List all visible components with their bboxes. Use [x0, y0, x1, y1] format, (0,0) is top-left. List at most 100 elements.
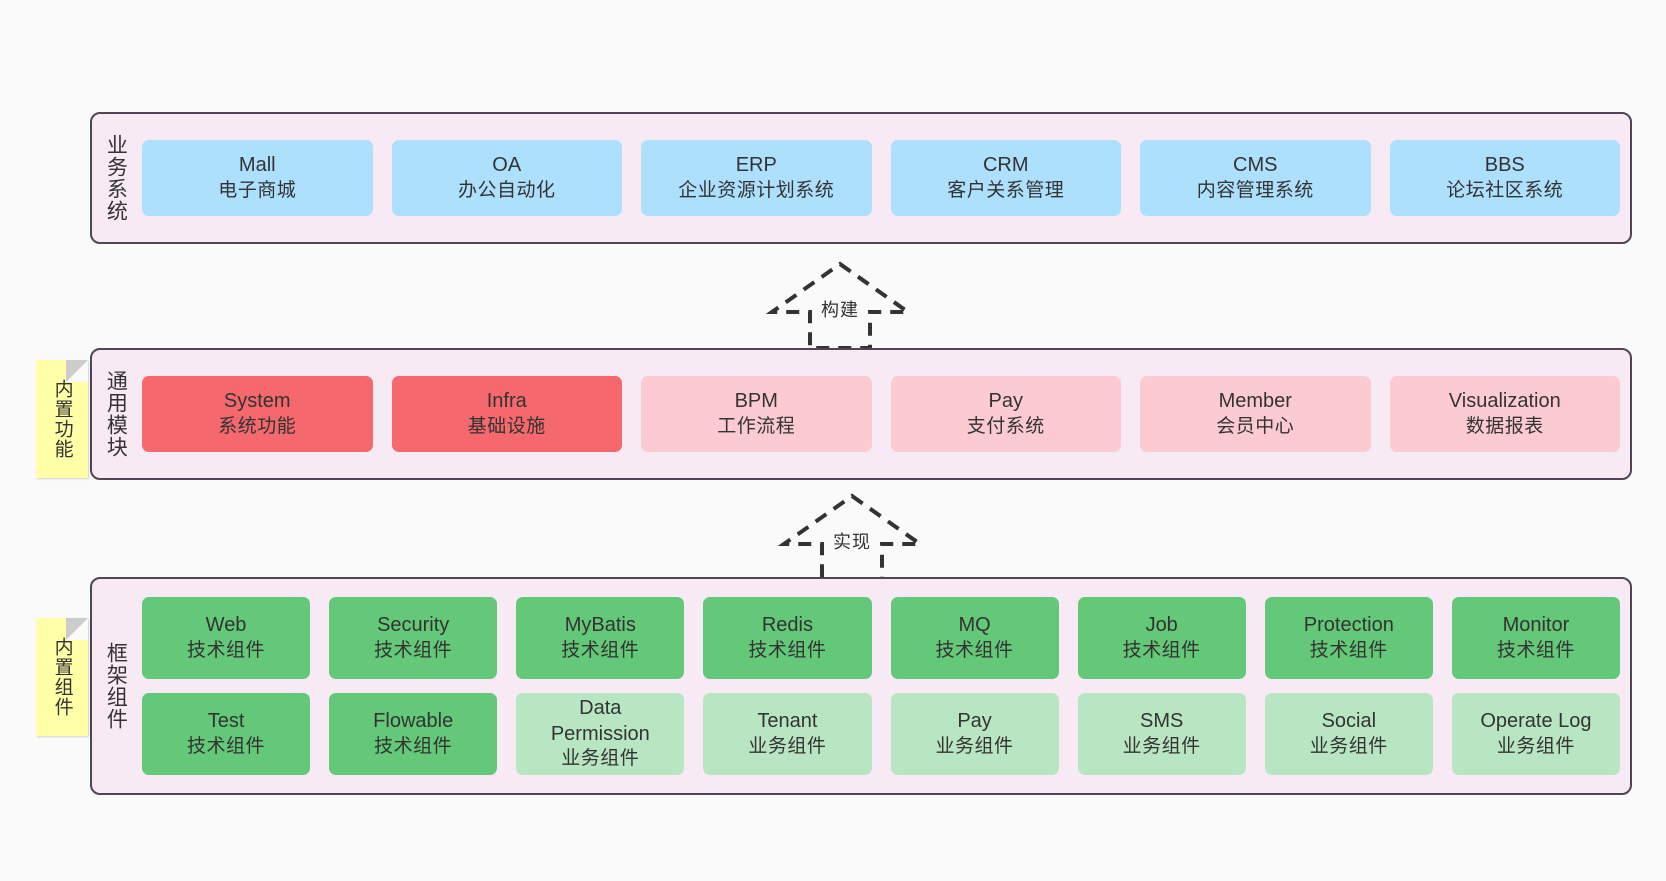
card-system[interactable]: System 系统功能 — [142, 376, 373, 452]
card-title-en: Flowable — [373, 710, 454, 733]
card-title-en: Member — [1218, 390, 1292, 413]
card-row: System 系统功能 Infra 基础设施 BPM 工作流程 Pay 支付系统… — [142, 376, 1620, 452]
layer-title-framework: 框架组件 — [104, 642, 128, 730]
card-title-cn: 基础设施 — [467, 415, 546, 437]
card-mq[interactable]: MQ 技术组件 — [890, 597, 1059, 679]
card-title-en: System — [223, 390, 291, 413]
layer-business-system[interactable]: 业务系统 Mall 电子商城 OA 办公自动化 ERP 企业资源计划系统 CRM… — [90, 112, 1632, 244]
card-row: Mall 电子商城 OA 办公自动化 ERP 企业资源计划系统 CRM 客户关系… — [142, 140, 1620, 216]
card-title-cn: 技术组件 — [1122, 639, 1201, 661]
card-title-en: Web — [205, 614, 247, 637]
card-test[interactable]: Test 技术组件 — [142, 693, 311, 775]
card-title-cn: 业务组件 — [1122, 735, 1201, 757]
card-title-en: SMS — [1140, 710, 1184, 733]
card-title-cn: 技术组件 — [187, 735, 266, 757]
card-title-cn: 论坛社区系统 — [1446, 179, 1564, 201]
layer-title-business: 业务系统 — [104, 134, 128, 222]
layer-body-business: Mall 电子商城 OA 办公自动化 ERP 企业资源计划系统 CRM 客户关系… — [138, 114, 1630, 242]
card-title-cn: 技术组件 — [935, 639, 1014, 661]
card-title-en: OA — [492, 154, 522, 177]
card-oa[interactable]: OA 办公自动化 — [391, 140, 622, 216]
card-mall[interactable]: Mall 电子商城 — [142, 140, 373, 216]
card-row: Test 技术组件 Flowable 技术组件 Data Permission … — [142, 693, 1620, 775]
card-monitor[interactable]: Monitor 技术组件 — [1451, 597, 1620, 679]
card-cms[interactable]: CMS 内容管理系统 — [1140, 140, 1371, 216]
card-title-en: MyBatis — [564, 614, 636, 637]
card-title-en: Mall — [238, 154, 276, 177]
card-member[interactable]: Member 会员中心 — [1140, 376, 1371, 452]
sticky-note-builtin-component: 内置组件 — [36, 618, 88, 736]
card-title-cn: 业务组件 — [1496, 735, 1575, 757]
card-title-en: Pay — [957, 710, 992, 733]
card-title-cn: 技术组件 — [1309, 639, 1388, 661]
card-title-en: Tenant — [757, 710, 818, 733]
card-title-en: CRM — [982, 154, 1029, 177]
card-title-en: Redis — [761, 614, 813, 637]
card-title-cn: 业务组件 — [1309, 735, 1388, 757]
card-title-en: BBS — [1484, 154, 1525, 177]
layer-framework-component[interactable]: 框架组件 Web 技术组件 Security 技术组件 MyBatis 技术组件… — [90, 577, 1632, 795]
card-title-en: ERP — [735, 154, 777, 177]
card-protection[interactable]: Protection 技术组件 — [1264, 597, 1433, 679]
card-title-cn: 办公自动化 — [457, 179, 556, 201]
card-title-cn: 数据报表 — [1465, 415, 1544, 437]
card-title-en: Security — [377, 614, 450, 637]
card-title-cn: 技术组件 — [187, 639, 266, 661]
card-title-cn: 技术组件 — [1496, 639, 1575, 661]
card-title-en: Visualization — [1448, 390, 1561, 413]
card-title-cn: 支付系统 — [966, 415, 1045, 437]
card-erp[interactable]: ERP 企业资源计划系统 — [641, 140, 872, 216]
card-pay-module[interactable]: Pay 支付系统 — [890, 376, 1121, 452]
card-web[interactable]: Web 技术组件 — [142, 597, 311, 679]
card-title-en: Protection — [1303, 614, 1394, 637]
card-data-permission[interactable]: Data Permission 业务组件 — [516, 693, 685, 775]
card-title-en: Operate Log — [1480, 710, 1592, 733]
card-title-en: Pay — [988, 390, 1023, 413]
card-title-cn: 技术组件 — [374, 639, 453, 661]
card-tenant[interactable]: Tenant 业务组件 — [703, 693, 872, 775]
card-title-cn: 客户关系管理 — [947, 179, 1065, 201]
card-title-cn: 业务组件 — [935, 735, 1014, 757]
card-title-cn: 会员中心 — [1216, 415, 1295, 437]
card-title-en: Monitor — [1502, 614, 1570, 637]
card-mybatis[interactable]: MyBatis 技术组件 — [516, 597, 685, 679]
layer-common-module[interactable]: 通用模块 System 系统功能 Infra 基础设施 BPM 工作流程 Pay… — [90, 348, 1632, 480]
card-title-en: CMS — [1233, 154, 1278, 177]
card-title-en: MQ — [958, 614, 991, 637]
card-social[interactable]: Social 业务组件 — [1264, 693, 1433, 775]
arrow-build: 构建 — [760, 258, 920, 352]
layer-body-common: System 系统功能 Infra 基础设施 BPM 工作流程 Pay 支付系统… — [138, 350, 1630, 478]
card-security[interactable]: Security 技术组件 — [329, 597, 498, 679]
card-crm[interactable]: CRM 客户关系管理 — [890, 140, 1121, 216]
card-title-cn: 电子商城 — [218, 179, 297, 201]
card-title-cn: 业务组件 — [748, 735, 827, 757]
card-title-en: BPM — [734, 390, 778, 413]
card-infra[interactable]: Infra 基础设施 — [391, 376, 622, 452]
card-sms[interactable]: SMS 业务组件 — [1077, 693, 1246, 775]
card-title-en: Data Permission — [550, 697, 650, 745]
card-pay-component[interactable]: Pay 业务组件 — [890, 693, 1059, 775]
card-title-cn: 技术组件 — [561, 639, 640, 661]
arrow-realize: 实现 — [772, 490, 932, 584]
card-operate-log[interactable]: Operate Log 业务组件 — [1451, 693, 1620, 775]
card-job[interactable]: Job 技术组件 — [1077, 597, 1246, 679]
card-title-cn: 业务组件 — [561, 748, 640, 770]
sticky-note-builtin-feature: 内置功能 — [36, 360, 88, 478]
arrow-realize-shape — [777, 493, 927, 582]
card-title-cn: 技术组件 — [374, 735, 453, 757]
layer-title-common: 通用模块 — [104, 370, 128, 458]
card-flowable[interactable]: Flowable 技术组件 — [329, 693, 498, 775]
card-title-en: Test — [207, 710, 245, 733]
card-title-cn: 技术组件 — [748, 639, 827, 661]
card-row: Web 技术组件 Security 技术组件 MyBatis 技术组件 Redi… — [142, 597, 1620, 679]
card-bpm[interactable]: BPM 工作流程 — [641, 376, 872, 452]
card-visualization[interactable]: Visualization 数据报表 — [1389, 376, 1620, 452]
card-title-cn: 内容管理系统 — [1196, 179, 1314, 201]
card-title-en: Infra — [486, 390, 527, 413]
arrow-build-shape — [765, 261, 915, 350]
card-redis[interactable]: Redis 技术组件 — [703, 597, 872, 679]
card-bbs[interactable]: BBS 论坛社区系统 — [1389, 140, 1620, 216]
card-title-cn: 企业资源计划系统 — [678, 179, 835, 201]
card-title-cn: 系统功能 — [218, 415, 297, 437]
